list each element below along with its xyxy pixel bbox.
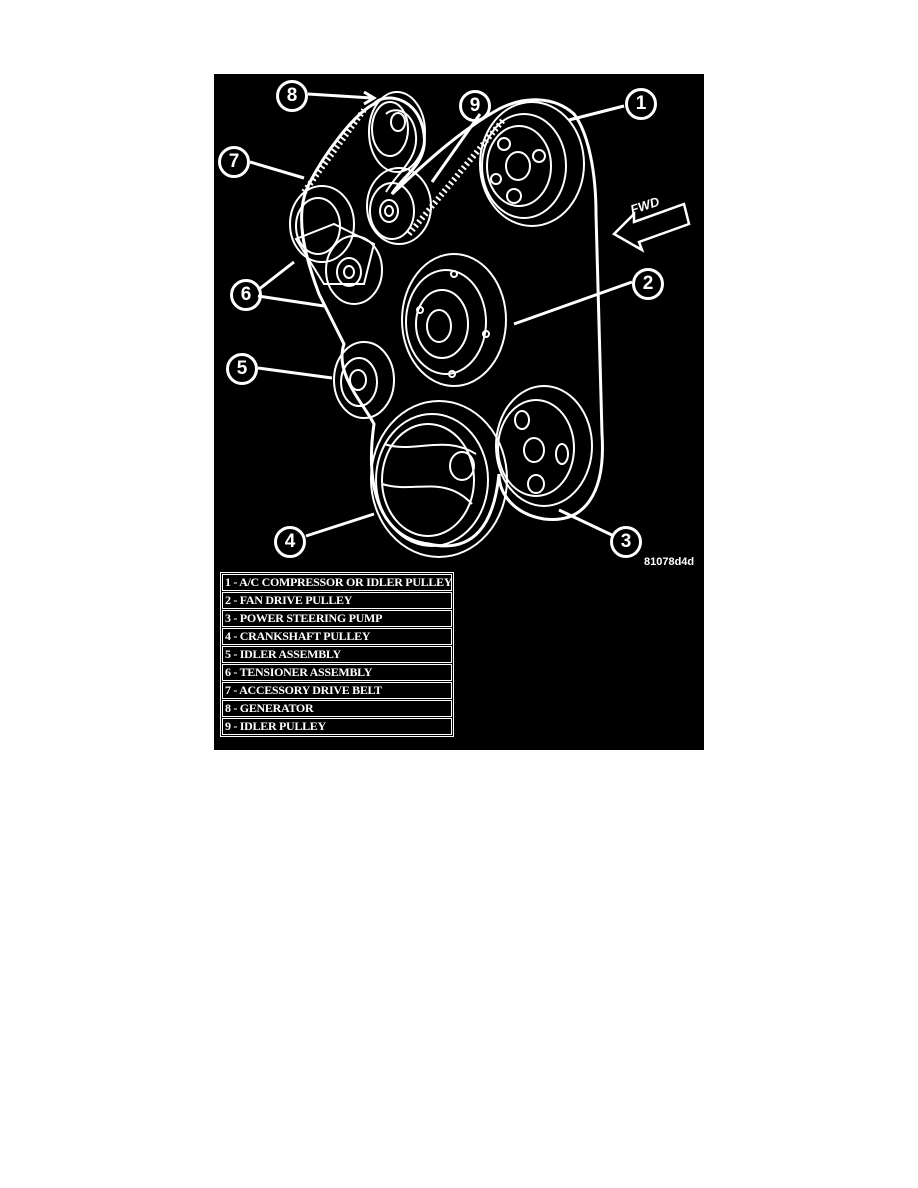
legend-row: 2 - FAN DRIVE PULLEY	[222, 592, 452, 609]
callout-7: 7	[218, 146, 250, 178]
callout-1: 1	[625, 88, 657, 120]
power-steering-pulley	[495, 385, 593, 507]
legend-row: 7 - ACCESSORY DRIVE BELT	[222, 682, 452, 699]
ac-compressor-pulley	[479, 101, 585, 227]
leader-arrows	[249, 90, 633, 538]
callout-4: 4	[274, 526, 306, 558]
callout-8: 8	[276, 80, 308, 112]
generator-pulley	[368, 91, 426, 173]
callout-3: 3	[610, 526, 642, 558]
accessory-drive-belt	[300, 96, 604, 548]
fwd-arrow-icon	[611, 202, 691, 253]
legend-row: 1 - A/C COMPRESSOR OR IDLER PULLEY	[222, 574, 452, 591]
pulley-illustration	[249, 90, 691, 558]
fan-drive-pulley	[401, 253, 507, 387]
figure-id: 81078d4d	[644, 556, 695, 568]
legend-row: 4 - CRANKSHAFT PULLEY	[222, 628, 452, 645]
callout-2: 2	[632, 268, 664, 300]
legend-row: 8 - GENERATOR	[222, 700, 452, 717]
legend-row: 3 - POWER STEERING PUMP	[222, 610, 452, 627]
crankshaft-pulley	[370, 400, 508, 558]
idler-assembly	[333, 341, 395, 419]
tensioner-assembly	[289, 185, 383, 305]
legend-row: 9 - IDLER PULLEY	[222, 718, 452, 735]
callout-9: 9	[459, 90, 491, 122]
legend-row: 5 - IDLER ASSEMBLY	[222, 646, 452, 663]
callout-6: 6	[230, 279, 262, 311]
idler-pulley-upper	[366, 167, 432, 245]
legend-row: 6 - TENSIONER ASSEMBLY	[222, 664, 452, 681]
belt-routing-diagram: FWD 1 2 3 4 5 6 7 8 9 81078d4d 1 - A/C C…	[214, 74, 704, 750]
legend-table: 1 - A/C COMPRESSOR OR IDLER PULLEY 2 - F…	[220, 572, 454, 737]
callout-5: 5	[226, 353, 258, 385]
